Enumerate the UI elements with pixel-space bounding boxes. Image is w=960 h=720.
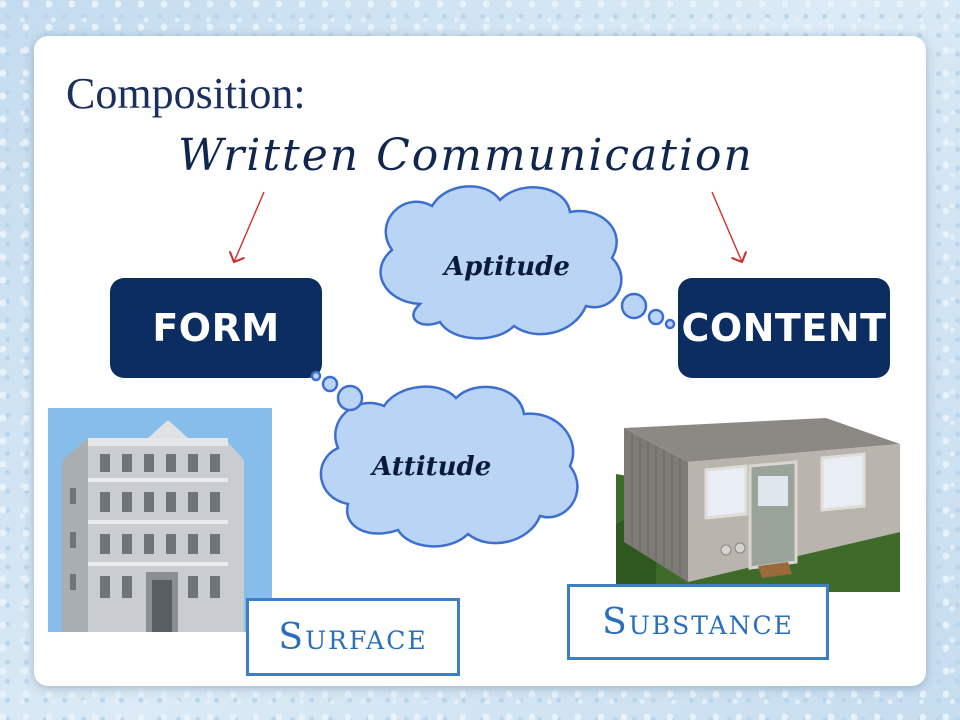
- content-label: CONTENT: [681, 306, 887, 350]
- substance-label: Substance: [602, 601, 794, 643]
- slide-subtitle: Written Communication: [178, 130, 754, 181]
- attitude-text: Attitude: [372, 452, 492, 482]
- form-box: FORM: [110, 278, 322, 378]
- aptitude-text: Aptitude: [444, 252, 570, 282]
- building-image: [48, 408, 272, 632]
- slide-title: Composition:: [66, 69, 306, 118]
- substance-label-box: Substance: [567, 584, 829, 660]
- surface-label-box: Surface: [246, 598, 460, 676]
- content-box: CONTENT: [678, 278, 890, 378]
- form-label: FORM: [152, 306, 280, 350]
- surface-label: Surface: [278, 616, 428, 658]
- cabin-image: [616, 414, 900, 592]
